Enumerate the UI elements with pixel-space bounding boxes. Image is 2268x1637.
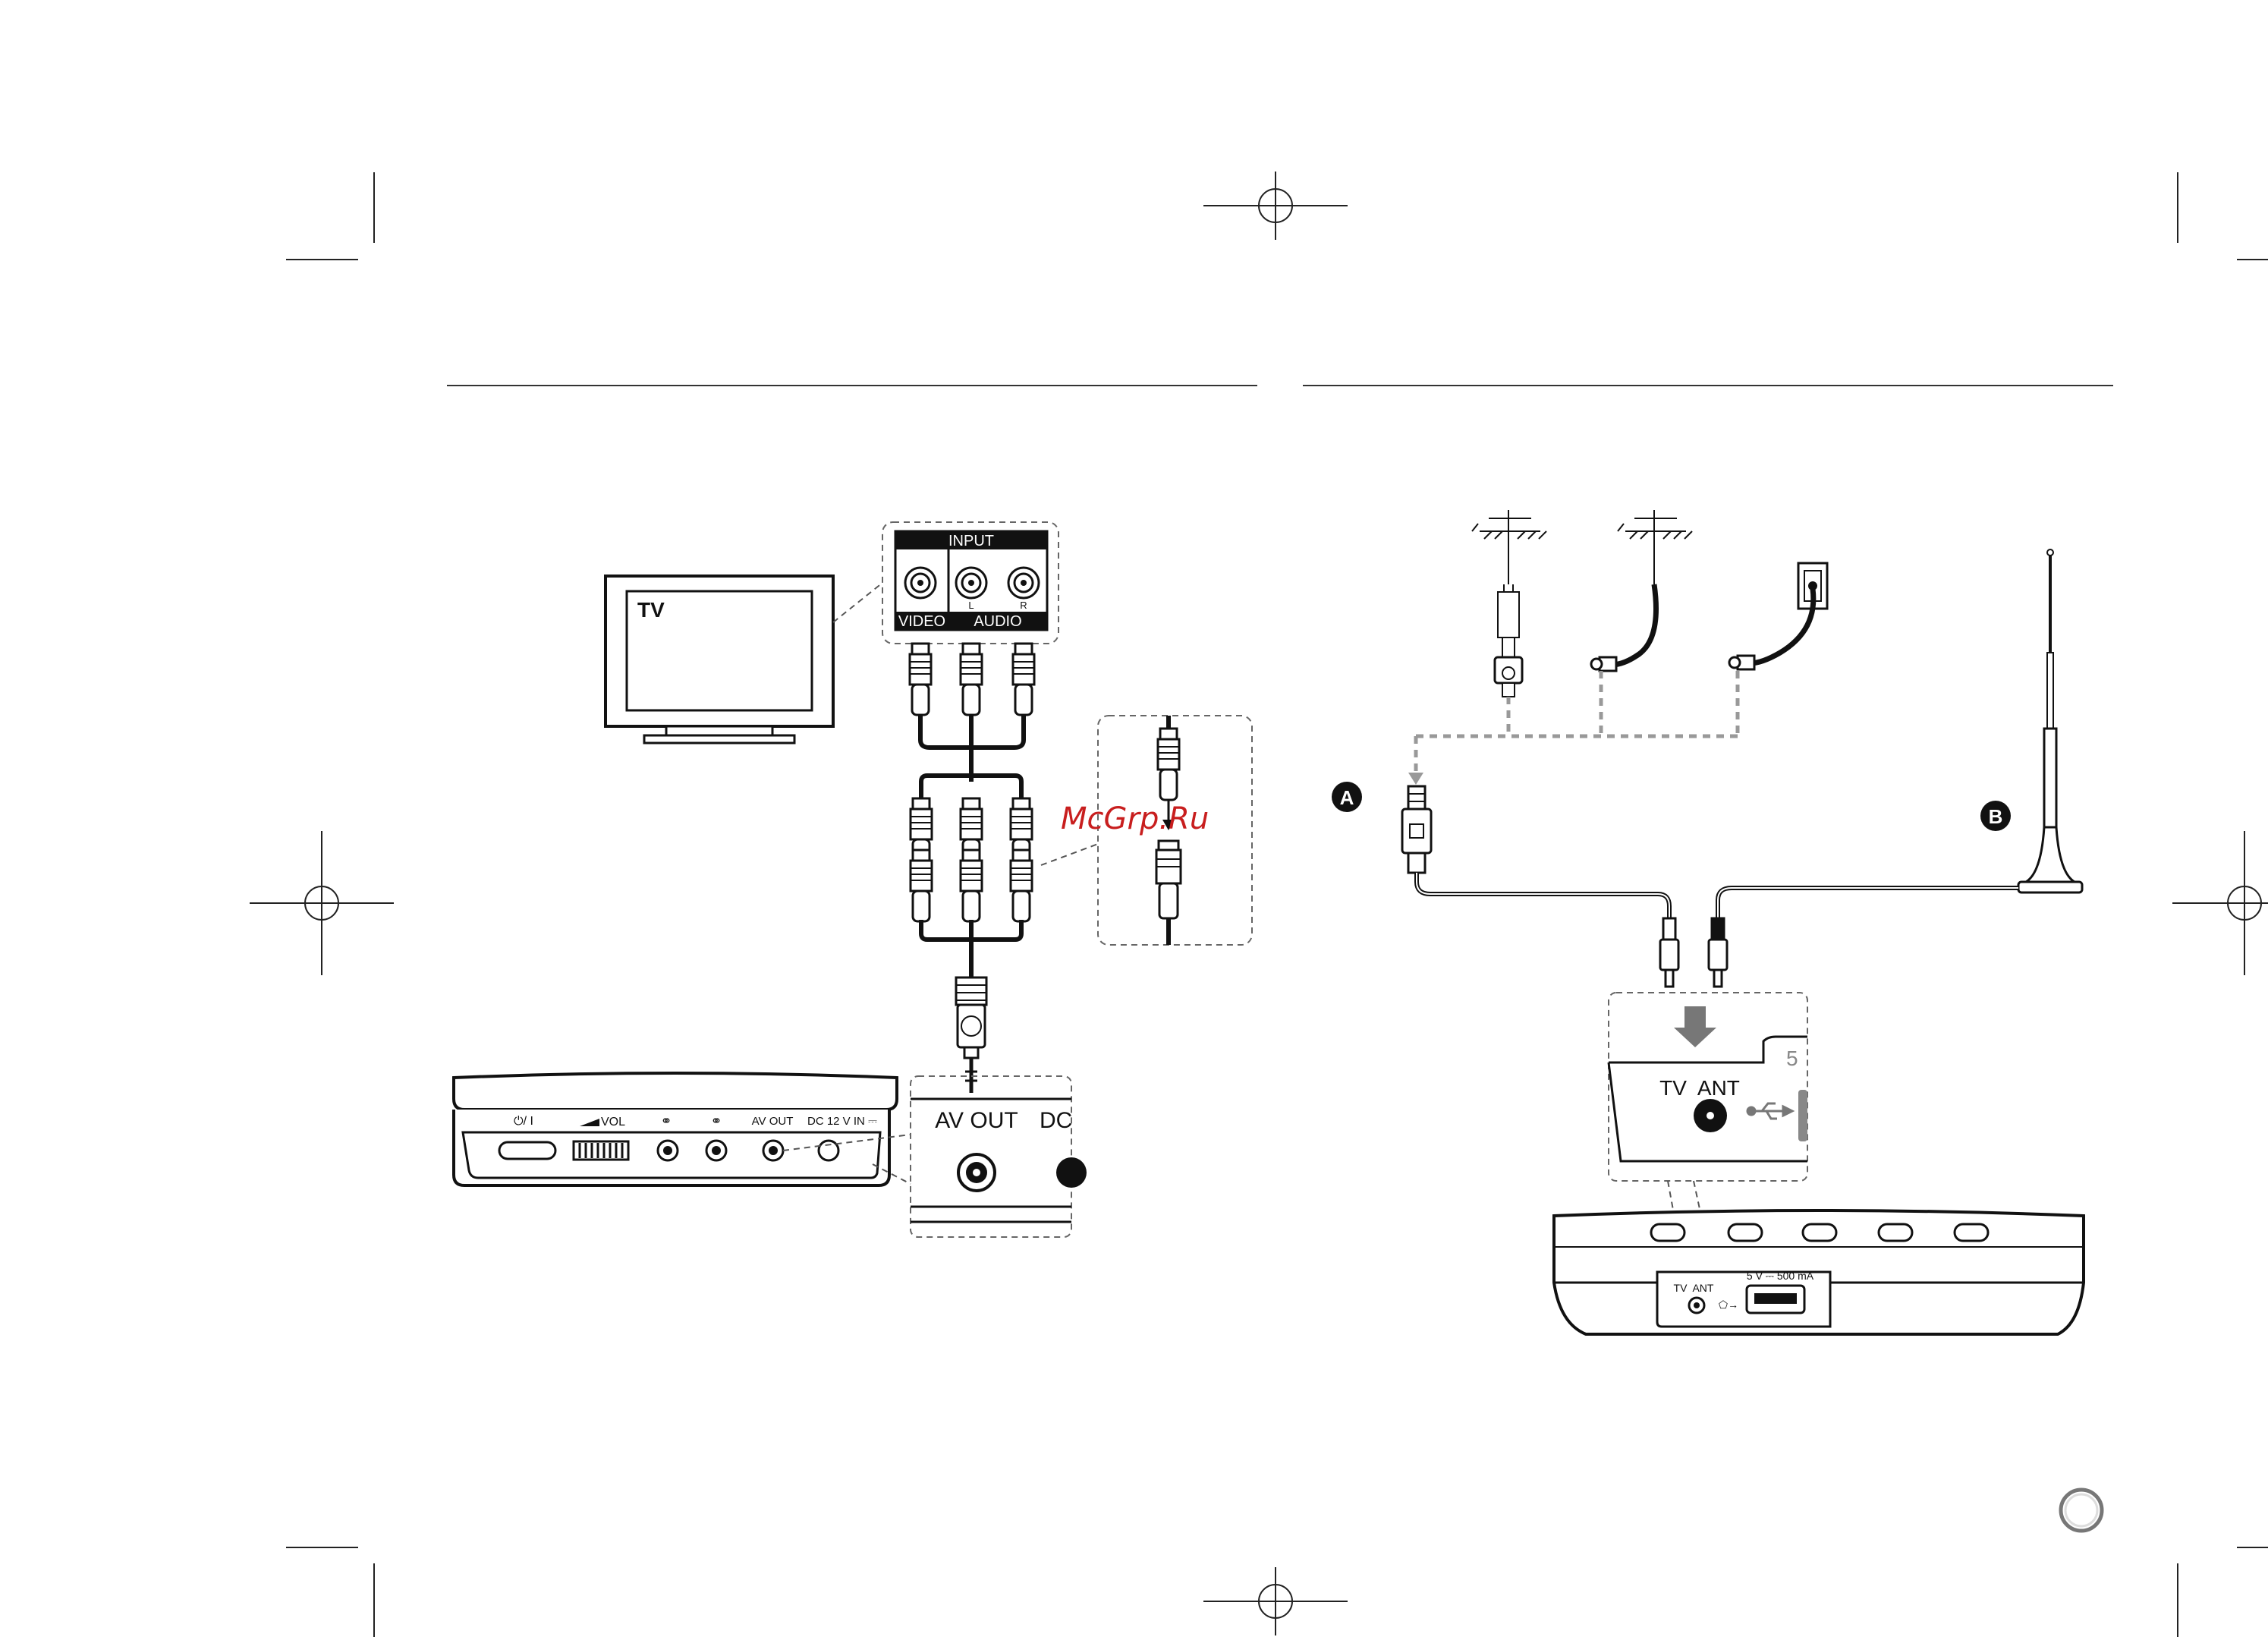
crop-marks bbox=[286, 172, 2268, 1637]
marker-a: A bbox=[1332, 782, 1362, 812]
headphone-2-icon: ⚭ bbox=[710, 1113, 722, 1129]
source-arrow bbox=[1408, 773, 1423, 785]
av-cable bbox=[910, 644, 1034, 1093]
portable-player-left: ⏻/ I VOL ⚭ ⚭ AV OUT DC 12 V IN ⎓ bbox=[454, 1073, 897, 1185]
zoom-dc-label: DC bbox=[1040, 1108, 1072, 1133]
registration-mark-right bbox=[2172, 869, 2268, 937]
top-button-4 bbox=[1879, 1224, 1912, 1241]
headphone-jack-2 bbox=[706, 1141, 726, 1160]
portable-player-right: TV ANT 5 V ⎓ 500 mA ⬠→ bbox=[1554, 1210, 2084, 1334]
tv-plug-audio-left bbox=[961, 644, 982, 715]
coax-cable-1 bbox=[1591, 584, 1656, 671]
connector-plug-b bbox=[1709, 918, 1727, 987]
watermark: McGrp.Ru bbox=[1061, 801, 1209, 836]
tv-plug-audio-right bbox=[1013, 644, 1034, 715]
power-switch bbox=[499, 1142, 555, 1159]
tv-label: TV bbox=[637, 598, 665, 622]
av-out-jack bbox=[763, 1141, 783, 1160]
detail-plug-upper bbox=[1158, 729, 1179, 800]
power-label: ⏻/ I bbox=[514, 1115, 533, 1128]
headphone-jack-1 bbox=[658, 1141, 678, 1160]
tv-input-panel: INPUT VIDEO AUDIO L R bbox=[882, 522, 1059, 644]
volume-wheel bbox=[574, 1141, 628, 1160]
page-number-circle bbox=[2061, 1490, 2102, 1531]
audio-left-jack bbox=[956, 568, 986, 598]
av-out-label: AV OUT bbox=[752, 1115, 794, 1128]
vol-label: VOL bbox=[601, 1116, 625, 1129]
tv-callout-line bbox=[833, 583, 882, 622]
tv-set: TV bbox=[606, 576, 833, 743]
top-button-1 bbox=[1651, 1224, 1684, 1241]
player-usb-icon: ⬠→ bbox=[1719, 1299, 1738, 1311]
audio-right-label: R bbox=[1020, 600, 1027, 611]
roof-antenna-2 bbox=[1618, 510, 1692, 584]
tv-plug-video bbox=[910, 644, 931, 715]
marker-b: B bbox=[1980, 801, 2011, 831]
usb-rating-label: 5 V ⎓ 500 mA bbox=[1747, 1270, 1814, 1282]
dc-in-jack bbox=[819, 1141, 838, 1160]
antenna-source-paths bbox=[1416, 671, 1738, 774]
registration-mark-top bbox=[1203, 172, 1348, 240]
mid-plug-audio-left-b bbox=[961, 850, 982, 921]
tv-ant-zoom: TV ANT 5 bbox=[1609, 993, 1807, 1181]
dc-in-label: DC 12 V IN ⎓ bbox=[807, 1115, 877, 1128]
input-label: INPUT bbox=[948, 533, 994, 549]
detail-callout-line bbox=[1041, 844, 1098, 865]
player-tv-ant-label: TV ANT bbox=[1674, 1282, 1714, 1294]
audio-label: AUDIO bbox=[974, 613, 1021, 630]
registration-mark-bottom bbox=[1203, 1567, 1348, 1635]
av-out-zoom: AV OUT DC bbox=[911, 1076, 1087, 1237]
top-button-2 bbox=[1729, 1224, 1762, 1241]
roof-antenna-1 bbox=[1472, 510, 1546, 584]
marker-b-label: B bbox=[1989, 805, 2003, 828]
zoom-five-label: 5 bbox=[1786, 1047, 1798, 1070]
antenna-cables bbox=[1417, 873, 2018, 922]
zoom-tv-ant-label: TV ANT bbox=[1659, 1076, 1740, 1100]
top-button-3 bbox=[1803, 1224, 1836, 1241]
connector-plug-a bbox=[1660, 918, 1678, 987]
mid-plug-audio-right-b bbox=[1011, 850, 1032, 921]
antenna-plug-a bbox=[1402, 786, 1431, 873]
telescopic-antenna bbox=[2018, 549, 2082, 892]
video-label: VIDEO bbox=[898, 613, 945, 630]
twin-lead-adapter bbox=[1495, 584, 1522, 697]
registration-mark-left bbox=[250, 869, 394, 937]
top-button-5 bbox=[1955, 1224, 1988, 1241]
audio-left-label: L bbox=[968, 600, 974, 611]
audio-right-jack bbox=[1008, 568, 1039, 598]
usb-icon bbox=[1747, 1103, 1792, 1119]
marker-a-label: A bbox=[1340, 786, 1354, 809]
video-jack bbox=[905, 568, 936, 598]
headphone-1-icon: ⚭ bbox=[660, 1113, 672, 1129]
mid-plug-video-b bbox=[911, 850, 932, 921]
zoom-av-out-label: AV OUT bbox=[935, 1108, 1018, 1133]
